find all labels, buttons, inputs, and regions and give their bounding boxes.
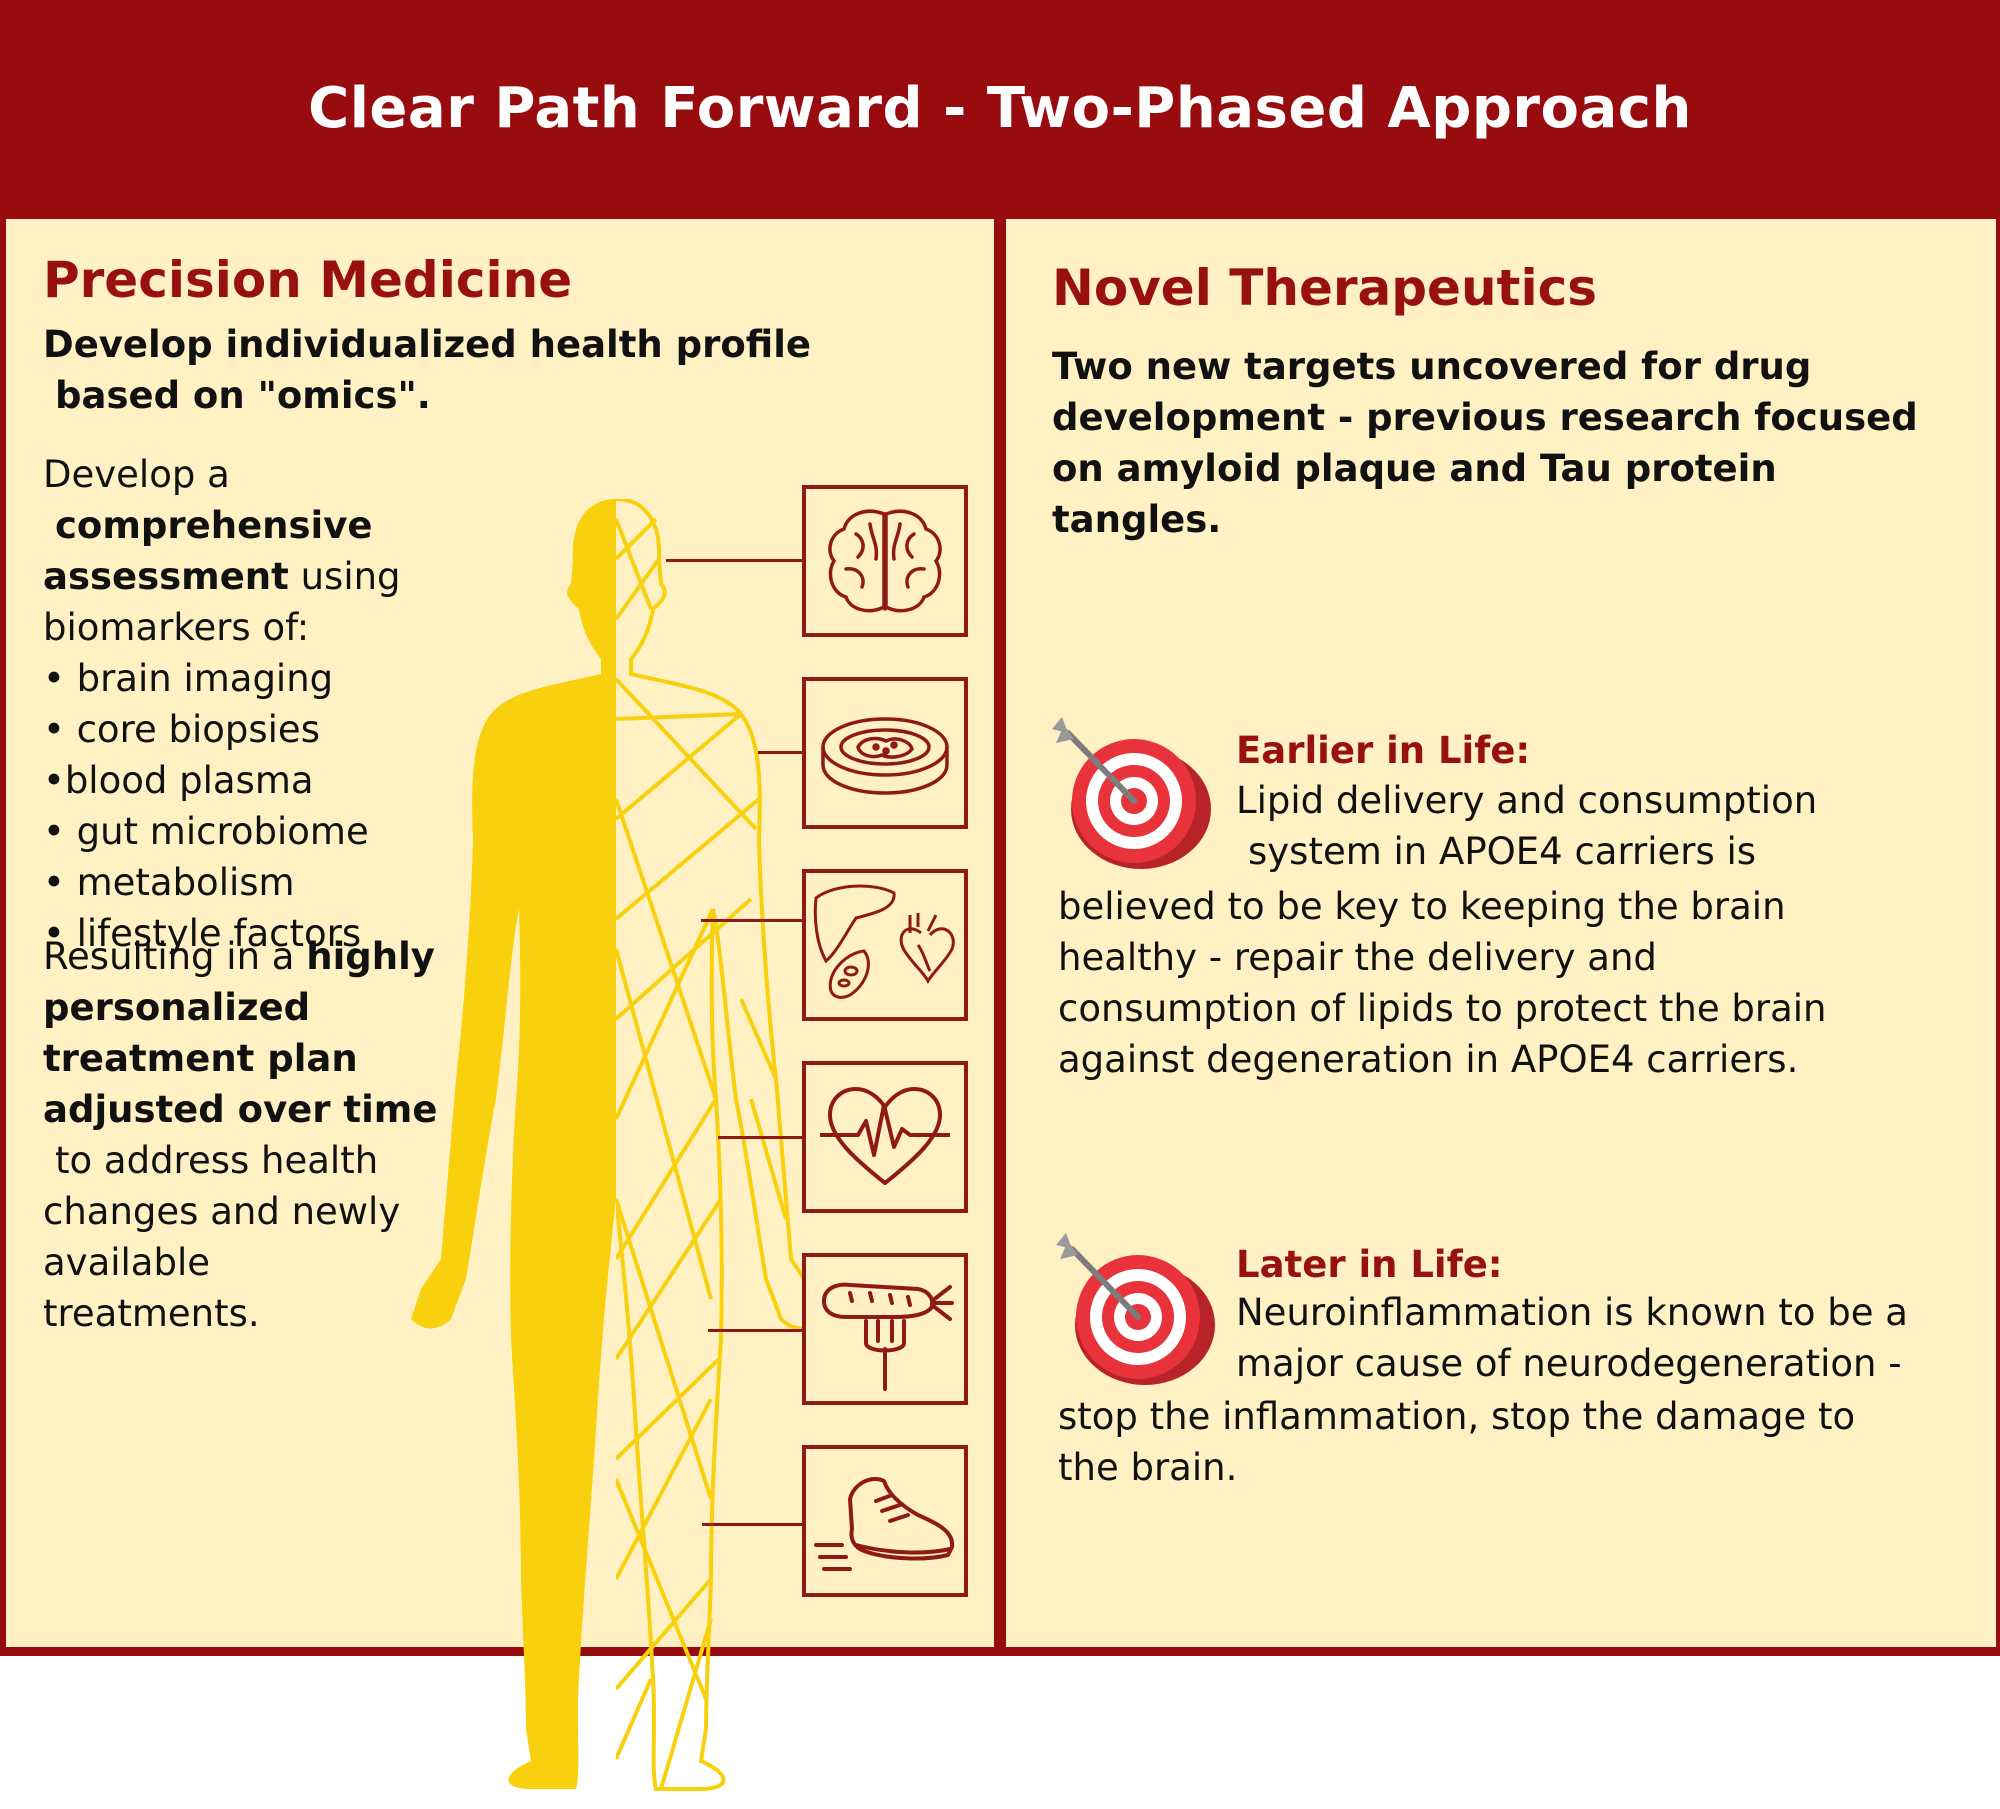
- list-item: •blood plasma: [43, 759, 314, 802]
- running-shoe-icon-box: [802, 1445, 968, 1597]
- organs-icon: [813, 884, 955, 999]
- heartbeat-icon: [820, 1087, 950, 1185]
- connector-line: [666, 559, 806, 562]
- biomarker-list: • brain imaging • core biopsies •blood p…: [43, 653, 369, 959]
- connector-line: [701, 919, 806, 922]
- target-arrow-icon: [1056, 1233, 1215, 1385]
- later-text-a: Neuroinflammation is known to be a major…: [1236, 1291, 1908, 1385]
- connector-line: [708, 1329, 806, 1332]
- human-body-figure: [411, 499, 824, 1791]
- page-title: Clear Path Forward - Two-Phased Approach: [308, 75, 1692, 141]
- heartbeat-icon-box: [802, 1061, 968, 1213]
- food-fork-icon-box: [802, 1253, 968, 1405]
- profile-text: Develop individualized health profile ba…: [43, 323, 811, 417]
- list-item: • core biopsies: [43, 708, 320, 751]
- result-text: Resulting in a highly personalized treat…: [43, 935, 438, 1335]
- precision-medicine-title: Precision Medicine: [43, 251, 573, 309]
- novel-therapeutics-title: Novel Therapeutics: [1052, 259, 1597, 317]
- petri-dish-icon-box: [802, 677, 968, 829]
- connector-line: [758, 751, 806, 754]
- earlier-heading: Earlier in Life:: [1236, 729, 1531, 772]
- list-item: • gut microbiome: [43, 810, 369, 853]
- list-item: • lifestyle factors: [43, 912, 362, 955]
- later-heading: Later in Life:: [1236, 1243, 1503, 1286]
- target-arrow-icon: [1052, 717, 1211, 869]
- list-item: • metabolism: [43, 861, 295, 904]
- precision-medicine-panel: Precision Medicine Develop individualize…: [6, 219, 994, 1791]
- brain-icon: [828, 509, 942, 613]
- running-shoe-icon: [814, 1477, 955, 1571]
- intro-text: Two new targets uncovered for drug devel…: [1052, 345, 1918, 541]
- connector-line: [702, 1523, 806, 1526]
- list-item: • brain imaging: [43, 657, 334, 700]
- later-text-b: stop the inflammation, stop the damage t…: [1058, 1395, 1856, 1489]
- organs-icon-box: [802, 869, 968, 1021]
- brain-icon-box: [802, 485, 968, 637]
- earlier-text-b: believed to be key to keeping the brain …: [1058, 885, 1827, 1081]
- food-fork-icon: [821, 1282, 954, 1391]
- connector-line: [718, 1136, 806, 1139]
- novel-therapeutics-panel: Novel Therapeutics Two new targets uncov…: [1006, 219, 1996, 1647]
- assessment-text: Develop a comprehensive assessment using…: [43, 453, 401, 649]
- earlier-text-a: Lipid delivery and consumption system in…: [1236, 779, 1818, 873]
- petri-dish-icon: [821, 717, 949, 795]
- header-banner: Clear Path Forward - Two-Phased Approach: [0, 0, 2000, 216]
